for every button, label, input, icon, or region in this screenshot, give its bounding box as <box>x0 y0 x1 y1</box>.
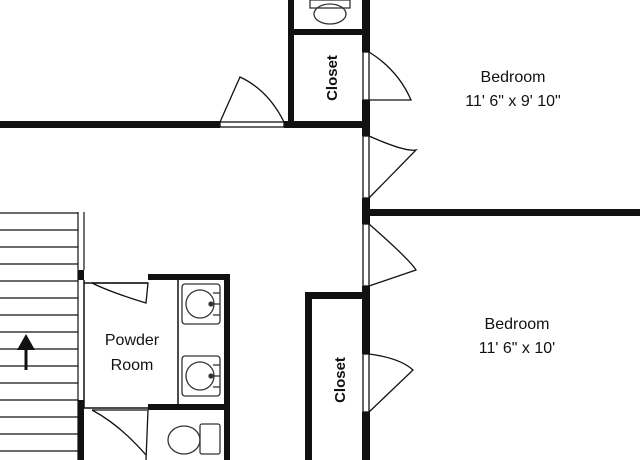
toilet-top-icon <box>309 0 351 25</box>
door-bedroom-top <box>362 135 418 199</box>
wall-main-vertical-mid1 <box>362 100 370 136</box>
bedroom-top-name: Bedroom <box>481 69 546 86</box>
bedroom-top-dimensions: 11' 6" x 9' 10" <box>465 93 560 110</box>
closet-bottom-label: Closet <box>332 357 349 403</box>
wall-powder-right <box>224 274 230 460</box>
sink-icon <box>181 283 221 397</box>
powder-room-label-line1: Powder <box>105 332 160 349</box>
doors <box>91 51 418 460</box>
wall-main-vertical-lower <box>362 412 370 460</box>
wall-main-vertical-upper <box>362 0 370 52</box>
door-powder-room <box>91 282 149 304</box>
wall-closet-top-divider <box>288 29 368 35</box>
bedroom-bottom-dimensions: 11' 6" x 10' <box>479 340 555 357</box>
door-closet-top <box>362 51 412 101</box>
wall-closet-bottom-top <box>305 292 370 299</box>
wall-closet-bottom-left <box>305 292 312 460</box>
door-closet-bottom <box>362 353 414 413</box>
closet-top-label: Closet <box>324 55 341 101</box>
wall-main-vertical-mid3 <box>362 286 370 354</box>
door-hallway-top <box>219 76 285 128</box>
wall-hallway-top-left <box>0 121 220 128</box>
wall-powder-left-lower <box>78 400 84 460</box>
wall-powder-bottom-right <box>148 404 230 410</box>
powder-room-label-line2: Room <box>111 357 154 374</box>
wall-bedroom-divider <box>362 209 640 216</box>
staircase <box>0 212 85 460</box>
wall-closet-top-left <box>288 0 294 128</box>
wall-powder-top-right <box>148 274 230 280</box>
wall-powder-left-upper <box>78 270 84 280</box>
toilet-icon <box>167 423 221 455</box>
door-lower-left <box>91 409 149 460</box>
stair-direction-arrow-icon <box>17 334 35 370</box>
bedroom-bottom-name: Bedroom <box>485 316 550 333</box>
door-bedroom-bottom <box>362 223 417 287</box>
room-labels: Bedroom 11' 6" x 9' 10" Bedroom 11' 6" x… <box>105 55 561 403</box>
wall-hallway-top-mid <box>284 121 366 128</box>
